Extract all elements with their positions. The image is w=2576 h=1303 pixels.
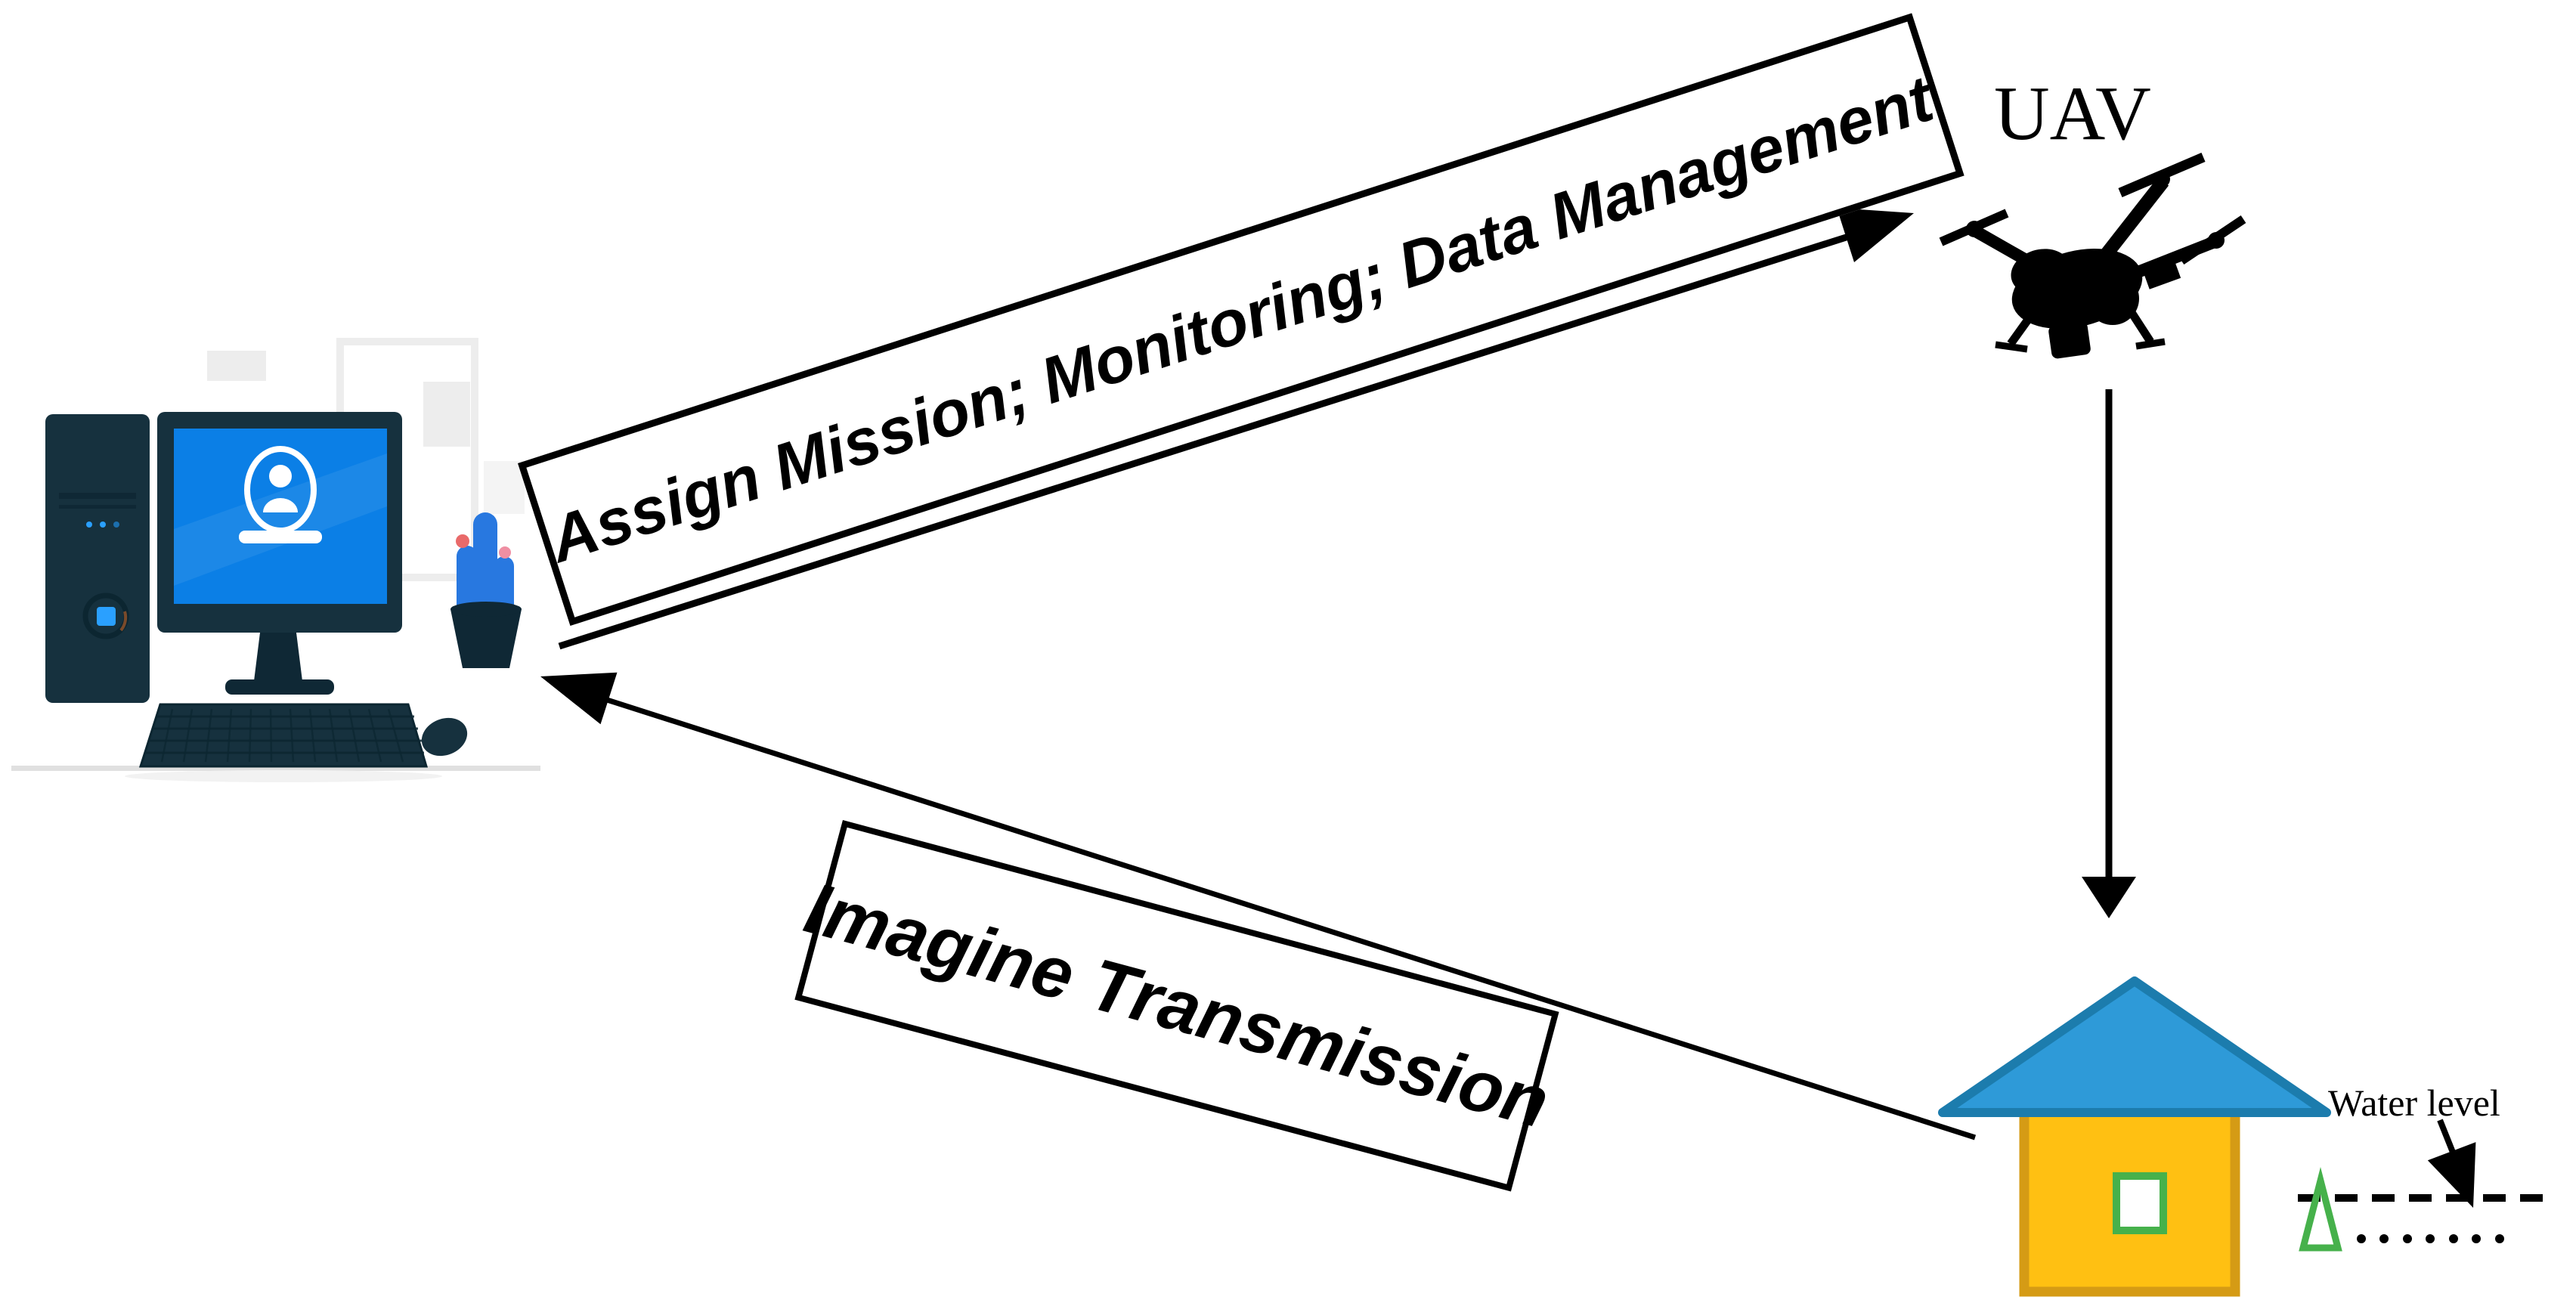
tower-led	[113, 522, 119, 528]
water-level-gauge	[2298, 1119, 2543, 1252]
tower-led	[100, 522, 106, 528]
water-level-label: Water level	[2328, 1082, 2500, 1124]
uav-to-house-arrow	[2082, 389, 2136, 918]
cactus-flower	[499, 546, 511, 559]
login-screen	[174, 429, 387, 604]
desk-line	[11, 766, 540, 771]
dotted-line	[2357, 1234, 2504, 1243]
transmission-arrow	[540, 672, 1977, 1141]
keyboard	[138, 703, 429, 768]
desk-shadow	[125, 770, 442, 782]
monitor	[157, 412, 402, 695]
monitor-base	[225, 679, 334, 695]
mouse	[421, 717, 468, 757]
cactus-pot	[450, 609, 522, 668]
gauge-triangle-icon	[2299, 1167, 2342, 1252]
monitor-stand	[254, 633, 302, 681]
uav-drone-icon	[1939, 153, 2246, 359]
tower-led	[86, 522, 92, 528]
mission-arrow	[558, 208, 1914, 650]
computer-illustration	[11, 338, 540, 782]
screen-sheen	[174, 453, 387, 586]
password-field-icon	[239, 531, 322, 543]
computer-tower	[45, 414, 150, 703]
water-level-arrow	[2427, 1119, 2476, 1208]
monitored-house	[1938, 976, 2331, 1297]
cactus-plant	[450, 512, 522, 668]
power-button-accent	[119, 611, 128, 632]
house-window	[2113, 1172, 2167, 1234]
power-button	[97, 607, 116, 626]
cactus-flower	[456, 534, 469, 548]
house-roof	[1938, 976, 2331, 1117]
uav-label: UAV	[1994, 71, 2151, 156]
